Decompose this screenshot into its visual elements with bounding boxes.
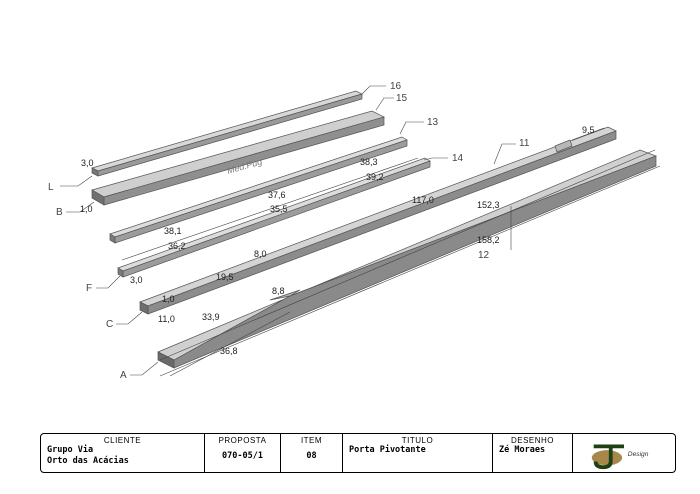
dim-19-5: 19,5	[216, 272, 234, 282]
callout-F: F	[86, 283, 92, 294]
dim-36-8: 36,8	[220, 346, 238, 356]
part-12-profile	[157, 149, 657, 369]
dim-36-2: 36,2	[168, 241, 186, 251]
technical-drawing: Med.Pug 3,0 1,0 38,3 37,6 39,2 38,1 35,5…	[48, 81, 661, 381]
item-cell: ITEM 08	[281, 434, 343, 472]
item-label: ITEM	[300, 436, 323, 445]
part-16-strip	[91, 90, 363, 177]
cliente-line1: Grupo Via	[47, 445, 94, 455]
proposta-value: 070-05/1	[222, 451, 263, 461]
callout-B: B	[56, 207, 63, 218]
dim-1-0-b: 1,0	[162, 294, 175, 304]
dim-39-2: 39,2	[366, 172, 384, 182]
dim-152-3: 152,3	[477, 200, 500, 210]
proposta-cell: PROPOSTA 070-05/1	[205, 434, 281, 472]
callout-14: 14	[452, 153, 464, 164]
svg-text:Design: Design	[628, 451, 649, 458]
dim-35-5: 35,5	[270, 204, 288, 214]
dim-158-2: 158,2	[477, 235, 500, 245]
titulo-cell: TITULO Porta Pivotante	[343, 434, 493, 472]
dim-38-1: 38,1	[164, 226, 182, 236]
callout-L: L	[48, 182, 54, 193]
desenho-label: DESENHO	[510, 436, 555, 445]
titulo-value: Porta Pivotante	[349, 445, 426, 455]
dim-8-0: 8,0	[254, 249, 267, 259]
cliente-label: CLIENTE	[103, 436, 142, 445]
desenho-value: Zé Moraes	[499, 445, 546, 455]
dim-117-0: 117,0	[412, 195, 434, 205]
cliente-line2: Orto das Acácias	[47, 456, 129, 466]
logo-cell: Design	[573, 434, 675, 472]
part-14-strip	[117, 157, 431, 278]
callout-C: C	[106, 319, 113, 330]
callout-11: 11	[519, 138, 530, 149]
callout-15: 15	[396, 93, 408, 104]
proposta-label: PROPOSTA	[218, 436, 267, 445]
dim-38-3: 38,3	[360, 157, 378, 167]
titulo-label: TITULO	[401, 436, 434, 445]
dim-9-5: 9,5	[582, 125, 595, 135]
dim-37-6: 37,6	[268, 190, 286, 200]
callout-16: 16	[390, 81, 402, 92]
dim-3-0-b: 3,0	[130, 275, 143, 285]
part-15-board	[91, 110, 385, 206]
part-13-strip	[109, 136, 408, 244]
dim-11-0: 11,0	[158, 314, 175, 324]
callout-12: 12	[478, 250, 490, 261]
desenho-cell: DESENHO Zé Moraes	[493, 434, 573, 472]
part-11-rail	[139, 126, 617, 315]
callout-13: 13	[427, 117, 439, 128]
dim-8-8: 8,8	[272, 286, 285, 296]
title-block: CLIENTE Grupo Via Orto das Acácias PROPO…	[40, 433, 676, 473]
company-logo: Design	[591, 444, 649, 470]
item-value: 08	[306, 451, 317, 461]
dim-1-0: 1,0	[80, 204, 93, 214]
dim-3-0: 3,0	[81, 158, 94, 168]
dim-33-9: 33,9	[202, 312, 220, 322]
callout-A: A	[120, 370, 127, 381]
cliente-cell: CLIENTE Grupo Via Orto das Acácias	[41, 434, 205, 472]
